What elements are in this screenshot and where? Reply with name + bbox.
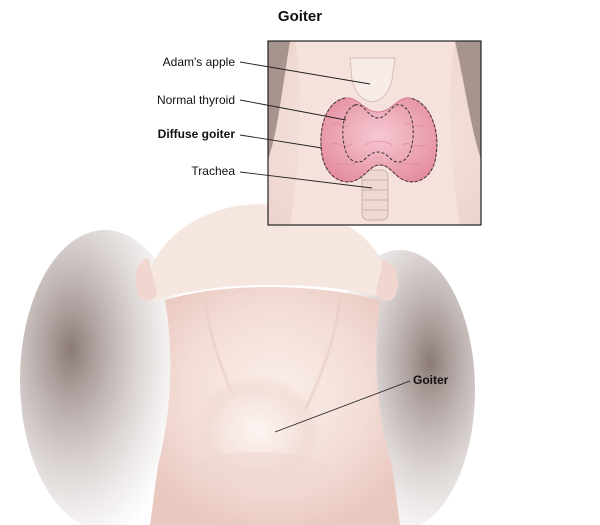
leader-goiter	[274, 380, 411, 433]
leader-adams-apple	[239, 61, 371, 85]
diagram-title: Goiter	[277, 8, 323, 25]
trachea-shape	[361, 169, 389, 221]
adams-apple-shape	[349, 57, 396, 103]
inset-panel	[267, 40, 482, 226]
label-trachea: Trachea	[191, 164, 235, 178]
leader-trachea	[239, 171, 373, 189]
label-goiter: Goiter	[413, 373, 449, 387]
inset-hair-left	[268, 41, 290, 160]
neck-illustration	[20, 204, 475, 525]
label-adams-apple: Adam's apple	[162, 55, 235, 69]
thyroid-texture	[329, 123, 427, 166]
normal-thyroid-outline	[342, 104, 414, 163]
hair-left	[20, 230, 190, 525]
goiter-outline	[320, 97, 438, 183]
leader-normal-thyroid	[239, 99, 347, 121]
leader-lines	[239, 61, 411, 433]
ear-left	[135, 258, 157, 301]
inset-hair-right	[455, 41, 481, 160]
label-diffuse-goiter: Diffuse goiter	[157, 127, 235, 141]
ear-right	[376, 260, 399, 301]
label-normal-thyroid: Normal thyroid	[156, 93, 235, 107]
goiter-bulge-shadow	[188, 452, 328, 488]
leader-diffuse-goiter	[239, 134, 323, 149]
inset-border	[267, 40, 482, 226]
chin	[150, 204, 390, 302]
